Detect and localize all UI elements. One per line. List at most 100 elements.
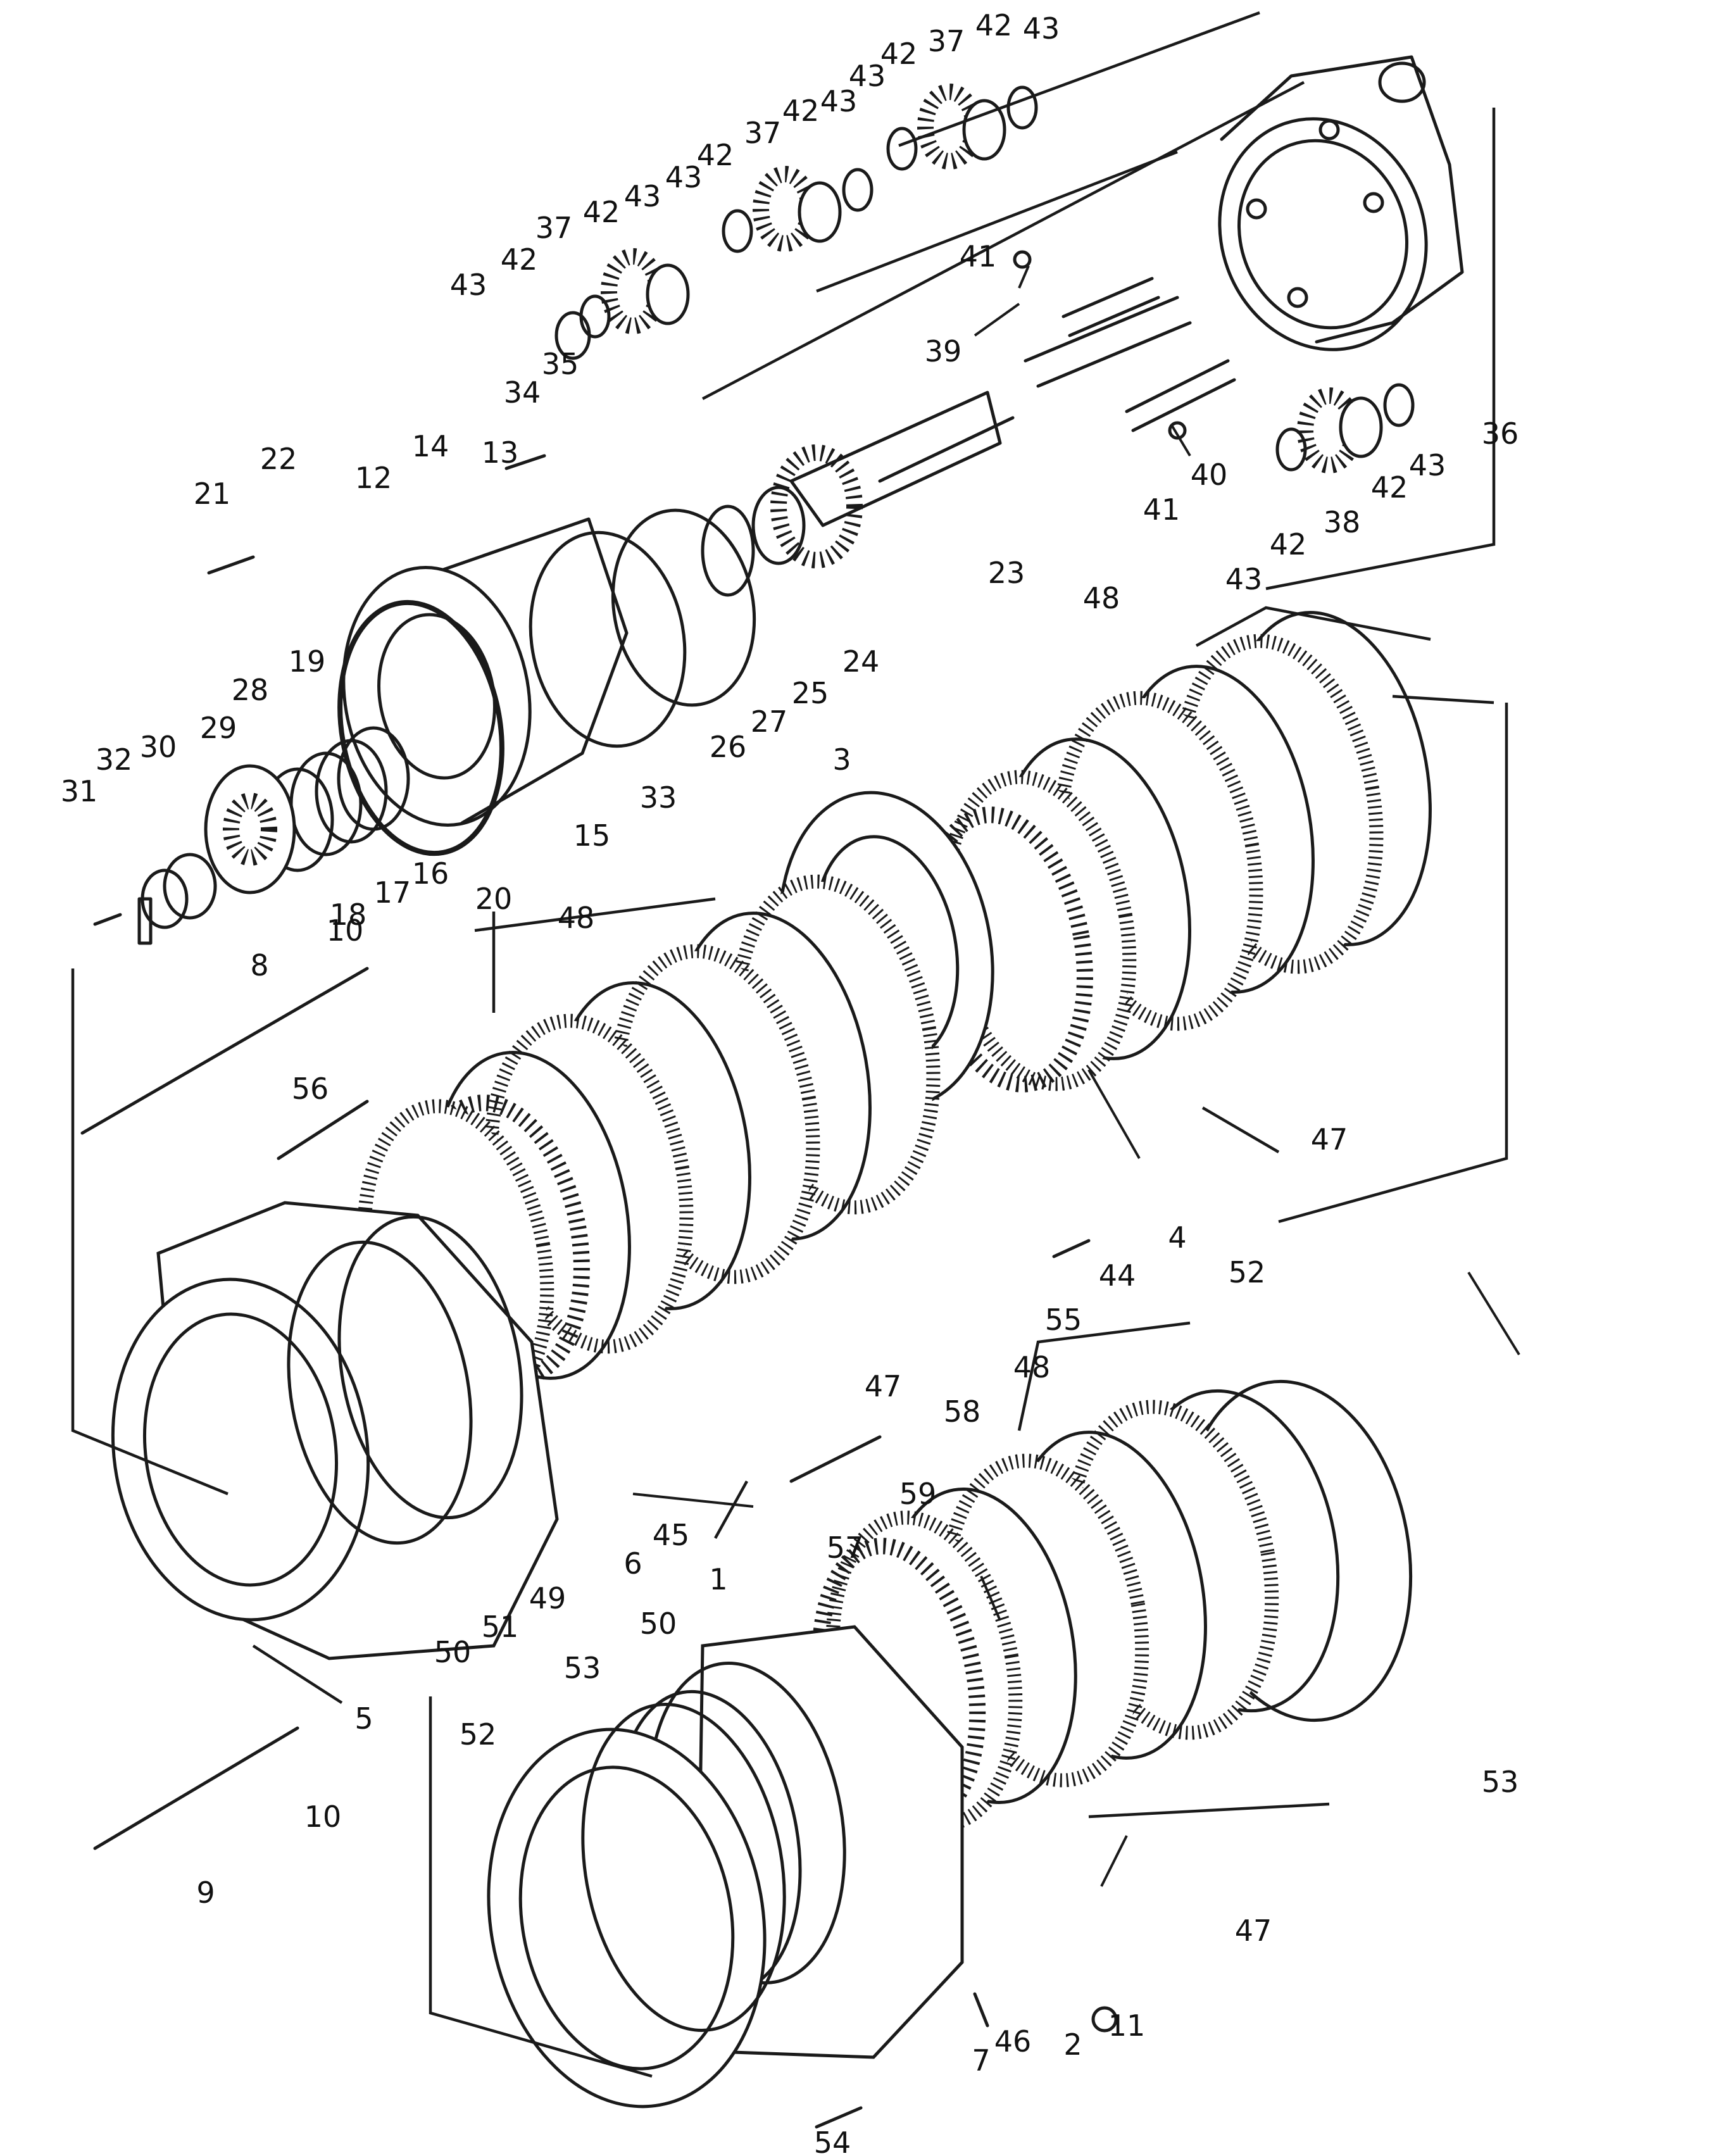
small-parts-lower <box>815 1239 1118 2129</box>
callout-label: 17 <box>374 875 411 910</box>
callout-label: 20 <box>475 882 513 916</box>
callout-label: 47 <box>865 1369 902 1403</box>
callout-label: 57 <box>827 1531 864 1565</box>
callout-label: 10 <box>304 1800 342 1834</box>
callout-label: 19 <box>289 644 326 679</box>
callout-label: 53 <box>1482 1765 1519 1799</box>
callout-label: 10 <box>327 913 364 948</box>
callout-label: 49 <box>529 1581 567 1615</box>
callout-label: 11 <box>1108 2009 1146 2043</box>
callout-label: 43 <box>1023 11 1060 46</box>
callout-label: 13 <box>482 436 519 470</box>
callout-label: 42 <box>1371 470 1408 505</box>
callout-label: 42 <box>975 8 1013 42</box>
callout-label: 53 <box>564 1651 601 1685</box>
callout-label: 28 <box>232 673 269 707</box>
callout-label: 52 <box>460 1717 497 1752</box>
callout-label: 2 <box>1063 2028 1082 2062</box>
callout-label: 29 <box>200 711 237 745</box>
callout-label: 43 <box>450 268 487 302</box>
callout-label: 33 <box>640 780 677 815</box>
gear-set-row <box>554 84 1415 473</box>
callout-label: 3 <box>832 743 851 777</box>
callout-label: 43 <box>665 160 703 194</box>
group-brackets <box>71 11 1508 2078</box>
callout-label: 45 <box>653 1518 690 1552</box>
callout-label: 4 <box>1168 1220 1186 1255</box>
callout-label: 5 <box>354 1702 373 1736</box>
callout-label: 38 <box>1324 505 1361 539</box>
callout-label: 42 <box>501 242 538 277</box>
carrier-housing <box>1218 55 1464 351</box>
callout-label: 15 <box>573 818 611 853</box>
callout-label: 46 <box>994 2024 1032 2059</box>
callout-label: 41 <box>1143 492 1181 527</box>
callout-label: 21 <box>194 477 231 511</box>
callout-label: 30 <box>140 730 177 764</box>
callout-label: 42 <box>782 94 820 128</box>
callout-label: 8 <box>250 948 268 982</box>
callout-label: 48 <box>558 901 595 935</box>
callout-label: 22 <box>260 442 297 476</box>
callout-label: 37 <box>928 24 965 58</box>
callout-label: 42 <box>697 138 734 172</box>
callout-label: 34 <box>504 375 541 410</box>
callout-label: 42 <box>583 195 620 229</box>
hub-coupling <box>93 764 296 945</box>
callout-label: 50 <box>434 1635 472 1669</box>
callout-label: 36 <box>1482 417 1519 451</box>
callout-label: 9 <box>196 1876 215 1910</box>
callout-label: 7 <box>972 2043 990 2078</box>
callout-label: 14 <box>412 429 449 463</box>
callout-label: 42 <box>880 37 918 71</box>
callout-label: 32 <box>96 743 133 777</box>
callout-label: 24 <box>842 644 880 679</box>
callout-label: 43 <box>1409 448 1446 482</box>
callout-label: 43 <box>624 179 661 213</box>
end-cover <box>342 508 756 827</box>
callout-label: 41 <box>960 239 997 273</box>
snap-ring-lower <box>581 1703 786 2032</box>
callout-label: 48 <box>1083 581 1120 615</box>
callout-label: 48 <box>1013 1350 1051 1384</box>
lower-plate <box>487 1727 767 2109</box>
shafts-and-pins <box>789 250 1236 527</box>
callout-label: 42 <box>1270 527 1307 561</box>
callout-label: 35 <box>542 347 579 381</box>
callout-label: 25 <box>792 676 829 710</box>
callout-label: 18 <box>330 898 367 932</box>
callout-label: 43 <box>1225 562 1263 596</box>
callout-label: 16 <box>412 856 449 891</box>
callout-label: 54 <box>814 2126 851 2156</box>
callout-label: 52 <box>1229 1255 1266 1289</box>
callout-label: 37 <box>744 116 782 150</box>
callout-label: 40 <box>1191 458 1228 492</box>
callout-label: 26 <box>710 730 747 764</box>
callout-label: 55 <box>1045 1303 1082 1337</box>
callout-label: 47 <box>1235 1914 1272 1948</box>
callout-label: 44 <box>1099 1258 1136 1293</box>
callout-label: 31 <box>61 774 98 808</box>
leader-lines <box>632 265 1520 1887</box>
callout-label: 6 <box>623 1546 642 1581</box>
clutch-pack-upper <box>778 611 1432 1108</box>
callout-label: 43 <box>849 59 886 93</box>
callout-label: 12 <box>355 461 392 495</box>
callout-label: 59 <box>899 1477 937 1511</box>
clutch-housing <box>111 1201 559 1660</box>
callout-label: 47 <box>1311 1122 1348 1156</box>
callout-label: 56 <box>292 1072 329 1106</box>
callout-labels: 43 42 37 42 43 37 42 43 42 43 37 42 43 4… <box>61 8 1519 2156</box>
tie-rods <box>80 967 882 1850</box>
callout-label: 39 <box>925 334 962 368</box>
bolts-upper <box>207 454 546 575</box>
callout-label: 51 <box>482 1610 519 1644</box>
callout-label: 58 <box>944 1395 981 1429</box>
callout-label: 37 <box>535 211 573 245</box>
callout-label: 50 <box>640 1607 677 1641</box>
callout-label: 23 <box>988 556 1025 590</box>
callout-label: 27 <box>751 705 788 739</box>
output-gear <box>701 444 863 597</box>
callout-label: 1 <box>709 1562 727 1596</box>
